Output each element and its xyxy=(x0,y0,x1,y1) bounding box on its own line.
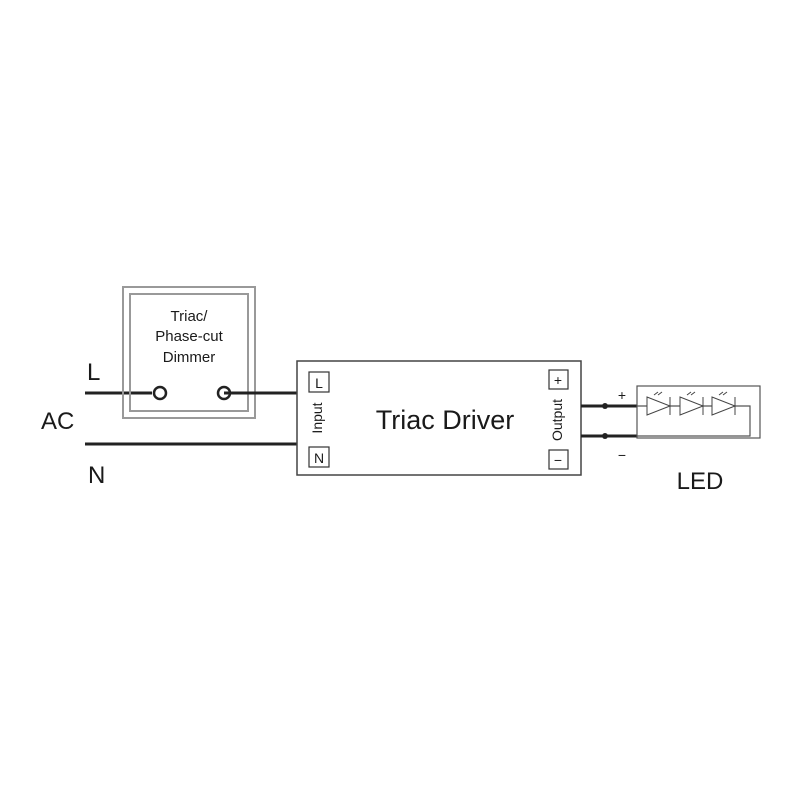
terminal-n xyxy=(308,446,330,468)
driver-title: Triac Driver xyxy=(376,405,515,435)
dimmer-label-1: Triac/ xyxy=(171,308,209,325)
led-diode-icon xyxy=(646,391,737,416)
terminal-n-label: N xyxy=(314,450,324,466)
dimmer-label-2: Phase-cut xyxy=(155,328,223,345)
dimmer-terminal-in xyxy=(152,385,168,401)
junction-dot xyxy=(602,433,608,439)
ac-line-label: L xyxy=(87,359,100,386)
led-module xyxy=(636,385,761,439)
terminal-minus-label: − xyxy=(554,452,562,468)
ac-label: AC xyxy=(41,408,74,435)
led-plus-label: + xyxy=(618,387,626,403)
dimmer-label-3: Dimmer xyxy=(163,349,216,366)
input-label: Input xyxy=(309,402,325,433)
terminal-plus xyxy=(548,369,569,390)
ac-neutral-label: N xyxy=(88,462,105,489)
terminal-minus xyxy=(548,449,569,470)
led-label: LED xyxy=(677,468,724,495)
dimmer: Triac/ Phase-cut Dimmer xyxy=(122,286,256,419)
triac-driver: L N Input Triac Driver + − Output xyxy=(296,360,582,476)
terminal-l-label: L xyxy=(315,375,323,391)
led-minus-label: − xyxy=(618,447,626,463)
terminal-l xyxy=(308,371,330,393)
output-label: Output xyxy=(549,399,565,441)
terminal-plus-label: + xyxy=(554,372,562,388)
junction-dot xyxy=(602,403,608,409)
